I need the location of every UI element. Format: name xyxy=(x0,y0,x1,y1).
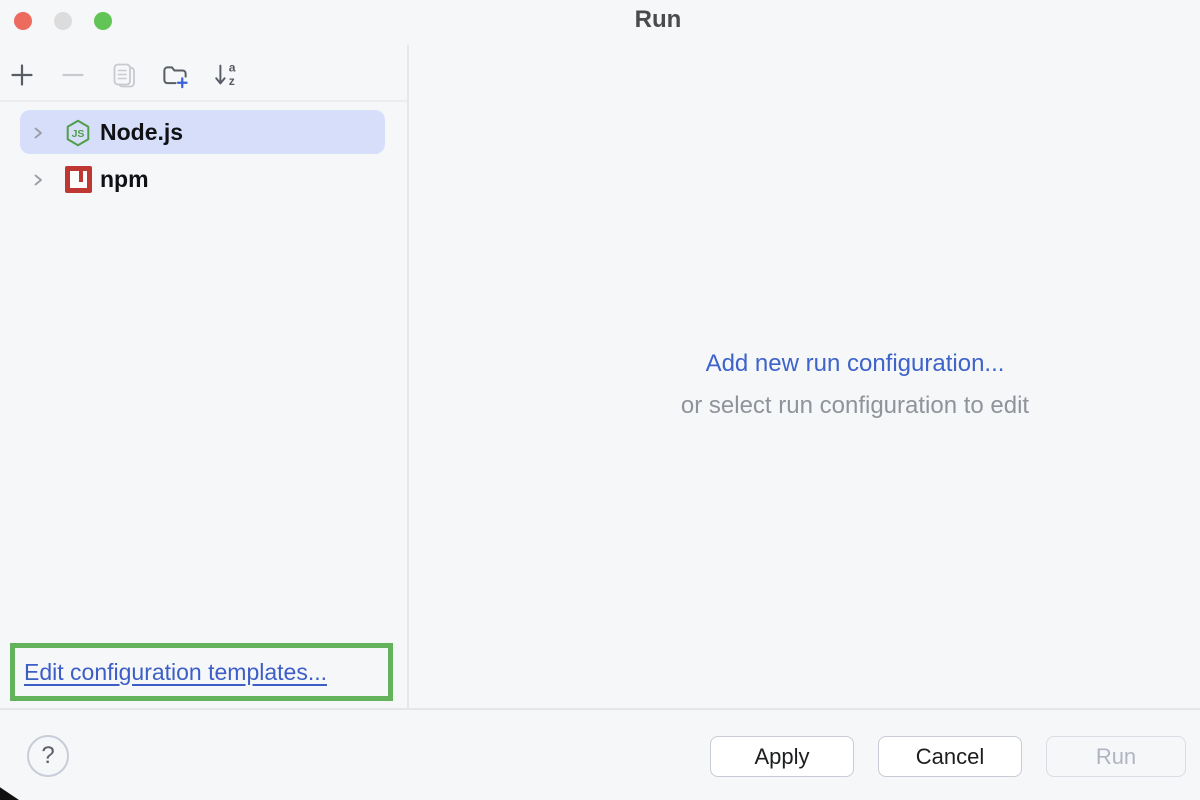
cancel-button[interactable]: Cancel xyxy=(878,736,1022,777)
selection-highlight xyxy=(20,110,385,154)
window-zoom-button[interactable] xyxy=(94,12,112,30)
add-button[interactable] xyxy=(8,57,36,93)
new-folder-icon xyxy=(163,65,188,88)
tree-item-nodejs[interactable]: JS Node.js xyxy=(0,109,408,156)
tree-item-label: npm xyxy=(100,166,149,192)
window-close-button[interactable] xyxy=(14,12,32,30)
sidebar-toolbar: a z xyxy=(8,57,240,93)
chevron-right-icon[interactable] xyxy=(30,125,46,141)
copy-configuration-button xyxy=(110,57,138,93)
copy-icon xyxy=(113,63,135,88)
remove-icon xyxy=(62,73,84,77)
new-folder-button[interactable] xyxy=(161,57,189,93)
help-button[interactable]: ? xyxy=(27,735,69,777)
add-new-run-configuration-link[interactable]: Add new run configuration... xyxy=(705,350,1005,377)
nodejs-icon: JS xyxy=(66,119,90,146)
annotation-highlight-box: Edit configuration templates... xyxy=(10,643,393,701)
svg-text:a: a xyxy=(229,61,236,75)
sidebar-divider xyxy=(407,45,409,708)
chevron-right-icon[interactable] xyxy=(30,172,46,188)
empty-state: Add new run configuration... or select r… xyxy=(409,350,1200,420)
footer-separator xyxy=(0,708,1200,710)
apply-button[interactable]: Apply xyxy=(710,736,854,777)
npm-icon xyxy=(64,166,92,193)
edit-configuration-templates-link[interactable]: Edit configuration templates... xyxy=(24,658,327,685)
configuration-tree: JS Node.js npm xyxy=(0,109,408,203)
empty-state-hint: or select run configuration to edit xyxy=(680,392,1030,419)
toolbar-separator xyxy=(0,100,408,102)
window-minimize-button[interactable] xyxy=(54,12,72,30)
sort-alphabetically-icon: a z xyxy=(215,61,236,88)
titlebar: Run xyxy=(0,0,1200,45)
svg-text:z: z xyxy=(229,74,235,88)
remove-button xyxy=(59,57,87,93)
tree-item-npm[interactable]: npm xyxy=(0,156,408,203)
svg-text:JS: JS xyxy=(72,128,85,140)
add-icon xyxy=(11,64,33,86)
tree-item-label: Node.js xyxy=(100,119,184,145)
dialog-title: Run xyxy=(634,6,682,33)
run-button: Run xyxy=(1046,736,1186,777)
mouse-cursor xyxy=(0,787,19,800)
sort-alphabetically-button[interactable]: a z xyxy=(212,57,240,93)
